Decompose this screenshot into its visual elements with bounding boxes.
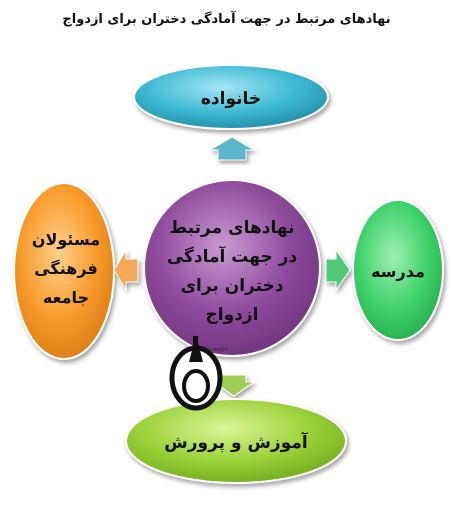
node-school-label: مدرسه — [371, 262, 425, 281]
node-community-line-1: مسئولان — [32, 230, 100, 249]
node-education-label: آموزش و پرورش — [164, 431, 309, 453]
arrow-right-icon — [325, 248, 351, 292]
center-node: نهادهای مرتبط در جهت آمادگی دختران برای … — [143, 179, 321, 357]
node-family-label: خانواده — [201, 89, 261, 109]
node-community-line-3: جامعه — [43, 288, 89, 307]
center-line-3: دختران برای — [180, 276, 283, 296]
center-line-2: در جهت آمادگی — [167, 245, 298, 267]
center-line-1: نهادهای مرتبط — [169, 218, 294, 238]
node-education: آموزش و پرورش — [125, 398, 347, 484]
arrow-up-icon — [208, 136, 256, 161]
node-community-officials: مسئولان فرهنگی جامعه — [13, 182, 115, 360]
institute-logo-icon: مؤسسه — [169, 335, 228, 411]
arrow-left-icon — [113, 248, 139, 292]
node-family: خانواده — [133, 64, 329, 130]
center-line-4: ازدواج — [206, 305, 259, 325]
node-community-line-2: فرهنگی — [34, 259, 98, 278]
node-school: مدرسه — [352, 199, 444, 341]
diagram-title: نهادهای مرتبط در جهت آمادگی دختران برای … — [62, 12, 391, 27]
svg-text:مؤسسه: مؤسسه — [208, 345, 228, 352]
